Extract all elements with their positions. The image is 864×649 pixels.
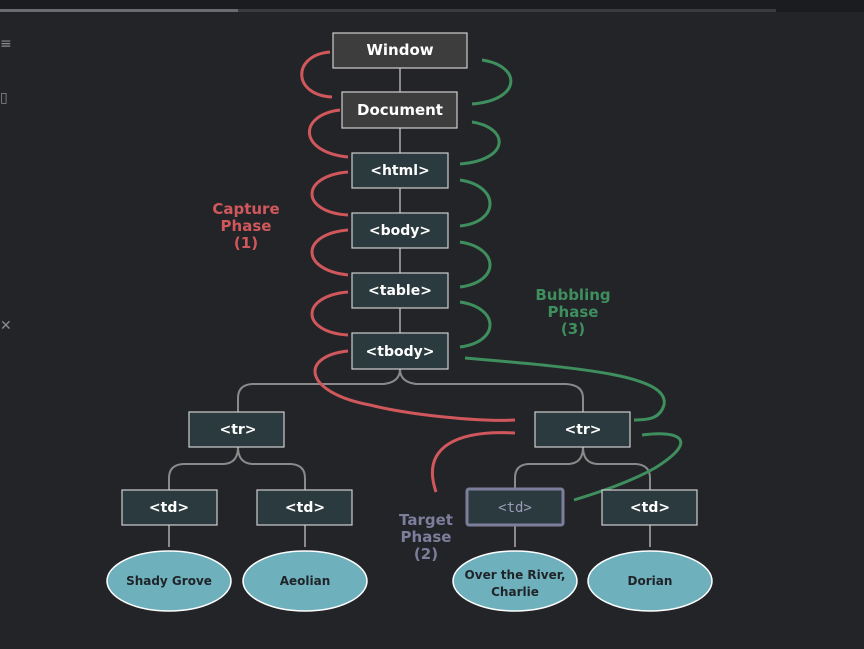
leaf-3-label-line2: Charlie: [491, 585, 539, 599]
close-icon[interactable]: ✕: [0, 318, 12, 334]
square-icon[interactable]: ▯: [0, 90, 8, 106]
html-label: <html>: [370, 163, 430, 179]
bubbling-arcs: [459, 58, 683, 502]
td-target-label: <td>: [498, 500, 532, 516]
capture-line2: Phase: [221, 217, 272, 235]
scrollbar-thumb[interactable]: [0, 9, 238, 12]
node-table: <table>: [351, 272, 449, 309]
target-phase-label: Target Phase (2): [399, 511, 453, 563]
node-tr-right: <tr>: [534, 411, 631, 448]
node-td-1: <td>: [121, 489, 218, 526]
node-html: <html>: [351, 152, 449, 189]
td-2-label: <td>: [285, 500, 325, 516]
target-line3: (2): [414, 545, 438, 563]
leaf-dorian: Dorian: [587, 550, 713, 612]
leaf-4-label: Dorian: [628, 574, 673, 588]
menu-icon[interactable]: ≡: [0, 36, 12, 52]
bubbling-line1: Bubbling: [535, 286, 610, 304]
tr-right-label: <tr>: [564, 422, 601, 438]
capture-phase-label: Capture Phase (1): [212, 200, 279, 252]
target-line2: Phase: [401, 528, 452, 546]
tree-connectors: [168, 68, 651, 547]
body-label: <body>: [369, 223, 431, 239]
scrollbar-track: [0, 9, 776, 12]
leaf-3-label-line1: Over the River,: [465, 568, 566, 582]
document-label: Document: [357, 101, 443, 119]
leaf-aeolian: Aeolian: [242, 550, 368, 612]
tbody-label: <tbody>: [366, 344, 435, 360]
node-window: Window: [332, 32, 468, 69]
leaf-over-the-river: Over the River, Charlie: [452, 550, 578, 612]
bubbling-phase-label: Bubbling Phase (3): [535, 286, 610, 338]
tr-left-label: <tr>: [219, 422, 256, 438]
top-scrollbar[interactable]: [0, 0, 864, 12]
leaf-shady-grove: Shady Grove: [106, 550, 232, 612]
window-label: Window: [366, 41, 433, 59]
node-document: Document: [341, 91, 458, 129]
capture-arcs: [300, 50, 516, 493]
capture-line3: (1): [234, 234, 258, 252]
leaf-1-label: Shady Grove: [126, 574, 212, 588]
node-tbody: <tbody>: [351, 332, 449, 370]
node-td-target: <td>: [465, 487, 565, 527]
target-line1: Target: [399, 511, 453, 529]
node-body: <body>: [351, 212, 449, 249]
node-td-2: <td>: [256, 489, 353, 526]
node-tr-left: <tr>: [188, 411, 285, 448]
leaf-2-label: Aeolian: [280, 574, 331, 588]
td-4-label: <td>: [630, 500, 670, 516]
capture-line1: Capture: [212, 200, 279, 218]
td-1-label: <td>: [149, 500, 189, 516]
bubbling-line2: Phase: [548, 303, 599, 321]
node-td-4: <td>: [601, 489, 698, 526]
bubbling-line3: (3): [561, 320, 585, 338]
table-label: <table>: [368, 283, 432, 299]
